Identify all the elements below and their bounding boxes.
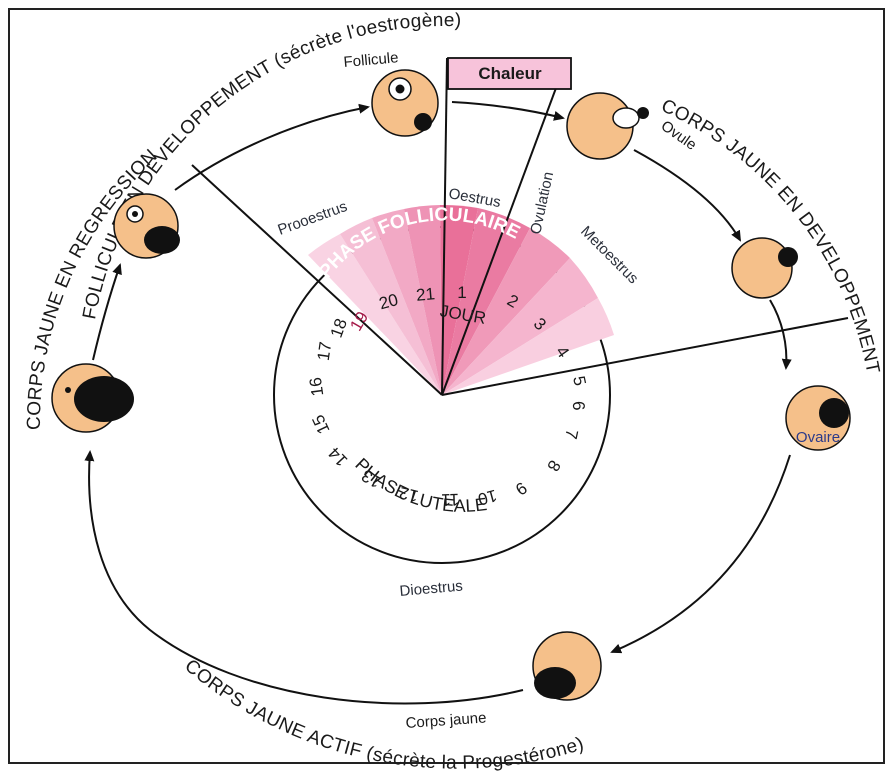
phase-metoestrus: Metoestrus — [577, 223, 641, 287]
follicule-label: Follicule — [343, 49, 399, 71]
chaleur-box — [447, 57, 572, 90]
day-6: 6 — [569, 401, 588, 411]
day-5: 5 — [569, 374, 590, 387]
ovary-corps-jaune — [532, 631, 602, 701]
day-12: 12 — [397, 483, 420, 506]
follicular-sectors — [308, 204, 614, 395]
ovaire-label: Ovaire — [796, 429, 840, 446]
ovary-cj-dev — [731, 237, 798, 299]
phase-ovulation: Ovulation — [527, 170, 557, 236]
day-numbers: 1 2 3 4 5 6 7 8 9 10 11 12 13 14 15 16 1… — [306, 283, 590, 509]
ovary-follicule — [371, 69, 439, 137]
phase-prooestrus: Prooestrus — [276, 198, 350, 239]
cj-actif-label: CORPS JAUNE ACTIF (sécrète la Progestéro… — [180, 655, 586, 772]
ovary-ovule — [566, 92, 649, 160]
ovary-cj-actif-left — [51, 363, 134, 433]
day-21: 21 — [415, 284, 436, 305]
phase-dioestrus: Dioestrus — [399, 578, 464, 600]
chaleur-label: Chaleur — [478, 64, 542, 83]
day-7: 7 — [561, 428, 582, 441]
day-11: 11 — [441, 490, 459, 510]
day-10: 10 — [476, 486, 499, 509]
day-16: 16 — [306, 376, 327, 397]
ovary-ovaire: Ovaire — [785, 385, 851, 451]
day-20: 20 — [377, 290, 400, 313]
day-17: 17 — [314, 341, 335, 362]
phase-divider-lines — [191, 57, 849, 396]
ovary-regression — [113, 193, 180, 259]
day-1: 1 — [457, 283, 466, 302]
corps-jaune-label: Corps jaune — [405, 709, 487, 732]
frame-border — [8, 8, 885, 764]
outer-cycle-arrows — [84, 101, 792, 705]
